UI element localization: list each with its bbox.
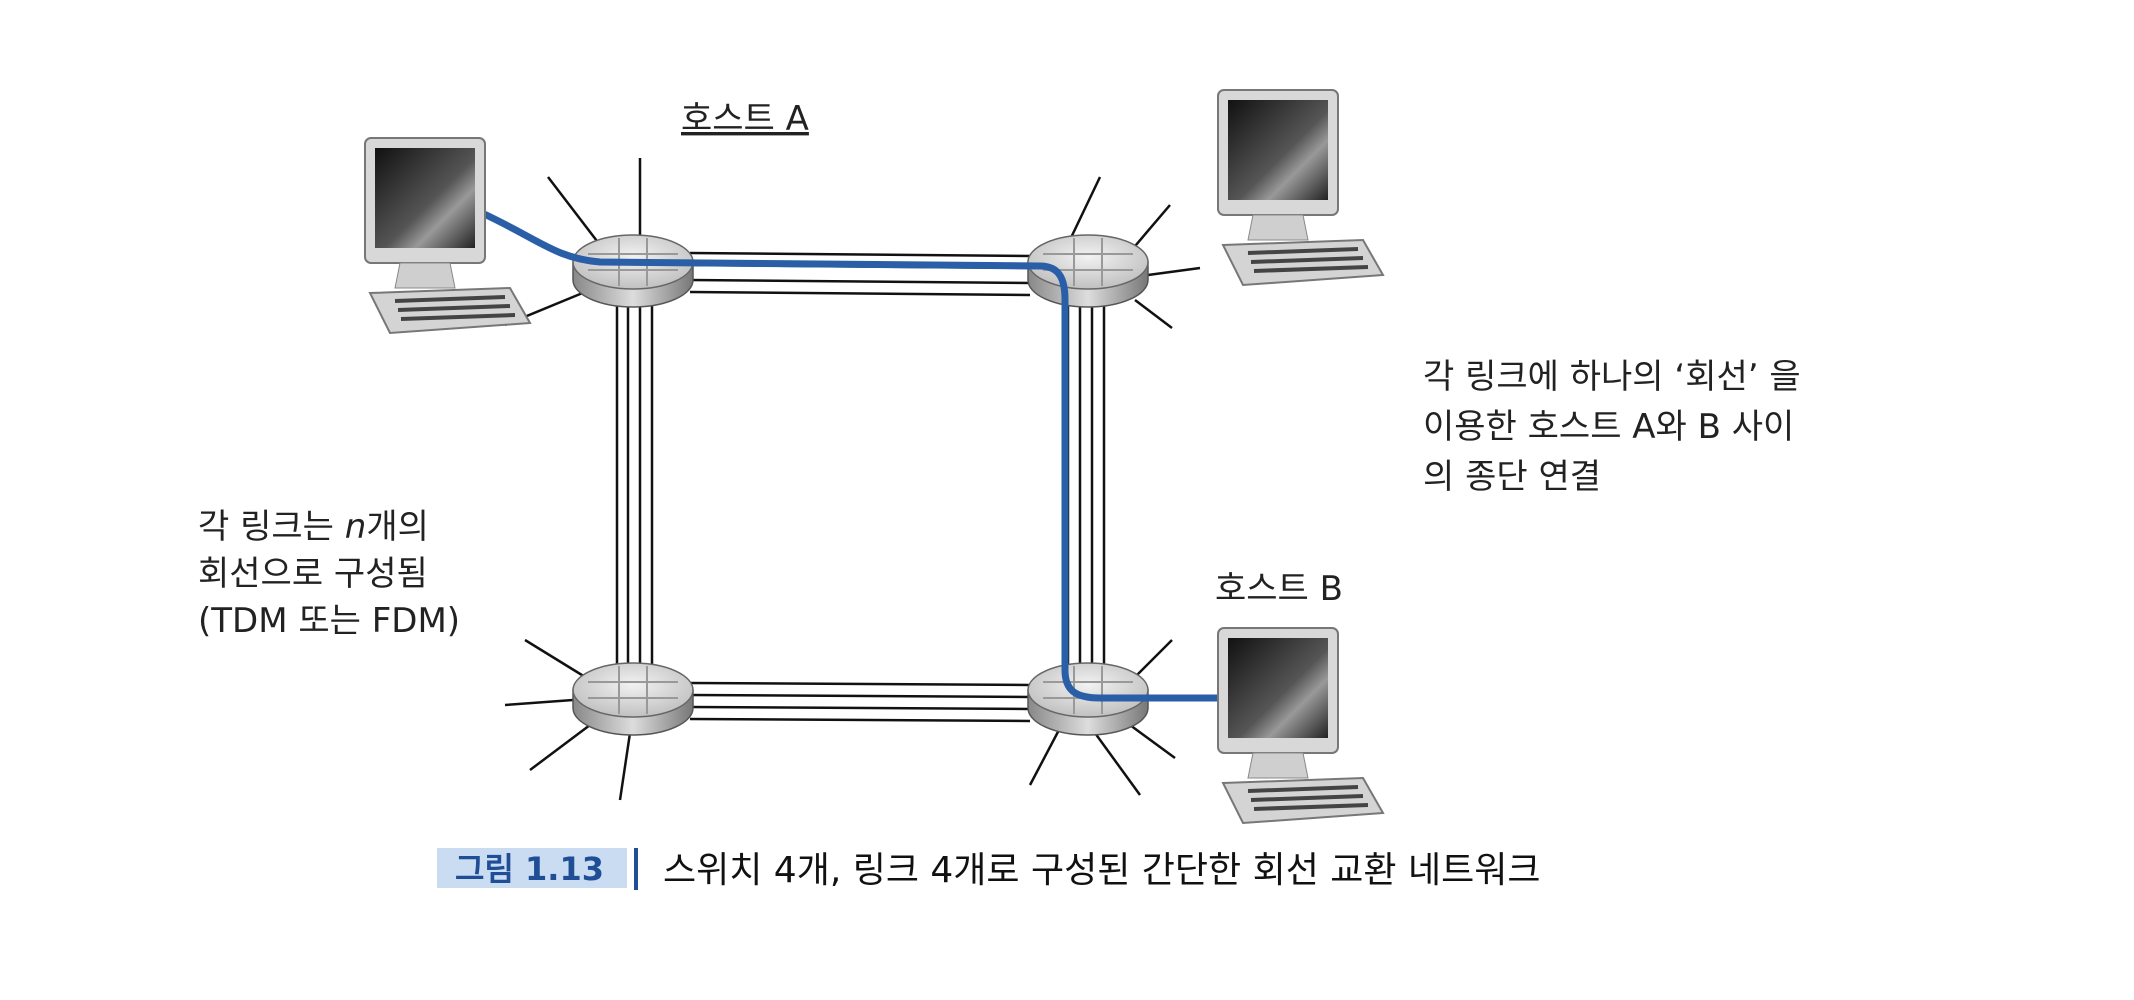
caption-figure-label: 그림 1.13 bbox=[455, 850, 604, 888]
left-note-n: n bbox=[345, 507, 367, 547]
router-top-left bbox=[572, 234, 694, 308]
link-right bbox=[1066, 305, 1106, 680]
router-top-right bbox=[1027, 234, 1149, 308]
right-note-line3: 의 종단 연결 bbox=[1423, 457, 1601, 497]
host-a-computer-icon bbox=[363, 136, 532, 335]
left-note-line3: (TDM 또는 FDM) bbox=[198, 601, 460, 641]
host-b-label: 호스트 B bbox=[1215, 569, 1343, 609]
link-top bbox=[689, 251, 1031, 297]
computer-icon bbox=[1216, 88, 1385, 287]
host-a-label: 호스트 A bbox=[681, 99, 809, 139]
left-note-line1b: 개의 bbox=[366, 507, 429, 547]
right-note-line1: 각 링크에 하나의 ‘회선’ 을 bbox=[1423, 357, 1801, 397]
right-note-line2: 이용한 호스트 A와 B 사이 bbox=[1423, 407, 1794, 447]
svg-text:각 링크는 n개의: 각 링크는 n개의 bbox=[198, 507, 429, 547]
access-lines bbox=[504, 158, 1201, 801]
caption-label-box bbox=[437, 848, 627, 888]
left-note-line2: 회선으로 구성됨 bbox=[198, 554, 428, 594]
router-bottom-left bbox=[572, 662, 694, 736]
link-bottom bbox=[689, 681, 1031, 723]
caption-divider bbox=[634, 848, 638, 890]
circuit-path bbox=[480, 209, 1222, 702]
figure-caption: 그림 1.13 스위치 4개, 링크 4개로 구성된 간단한 회선 교환 네트워… bbox=[437, 848, 1540, 891]
left-note-line1a: 각 링크는 bbox=[198, 507, 345, 547]
caption-text: 스위치 4개, 링크 4개로 구성된 간단한 회선 교환 네트워크 bbox=[663, 850, 1540, 891]
link-left bbox=[615, 305, 654, 680]
host-b-computer-icon bbox=[1216, 626, 1385, 825]
right-note: 각 링크에 하나의 ‘회선’ 을 이용한 호스트 A와 B 사이 의 종단 연결 bbox=[1423, 357, 1801, 497]
left-note: 각 링크는 n개의 회선으로 구성됨 (TDM 또는 FDM) bbox=[198, 507, 460, 641]
